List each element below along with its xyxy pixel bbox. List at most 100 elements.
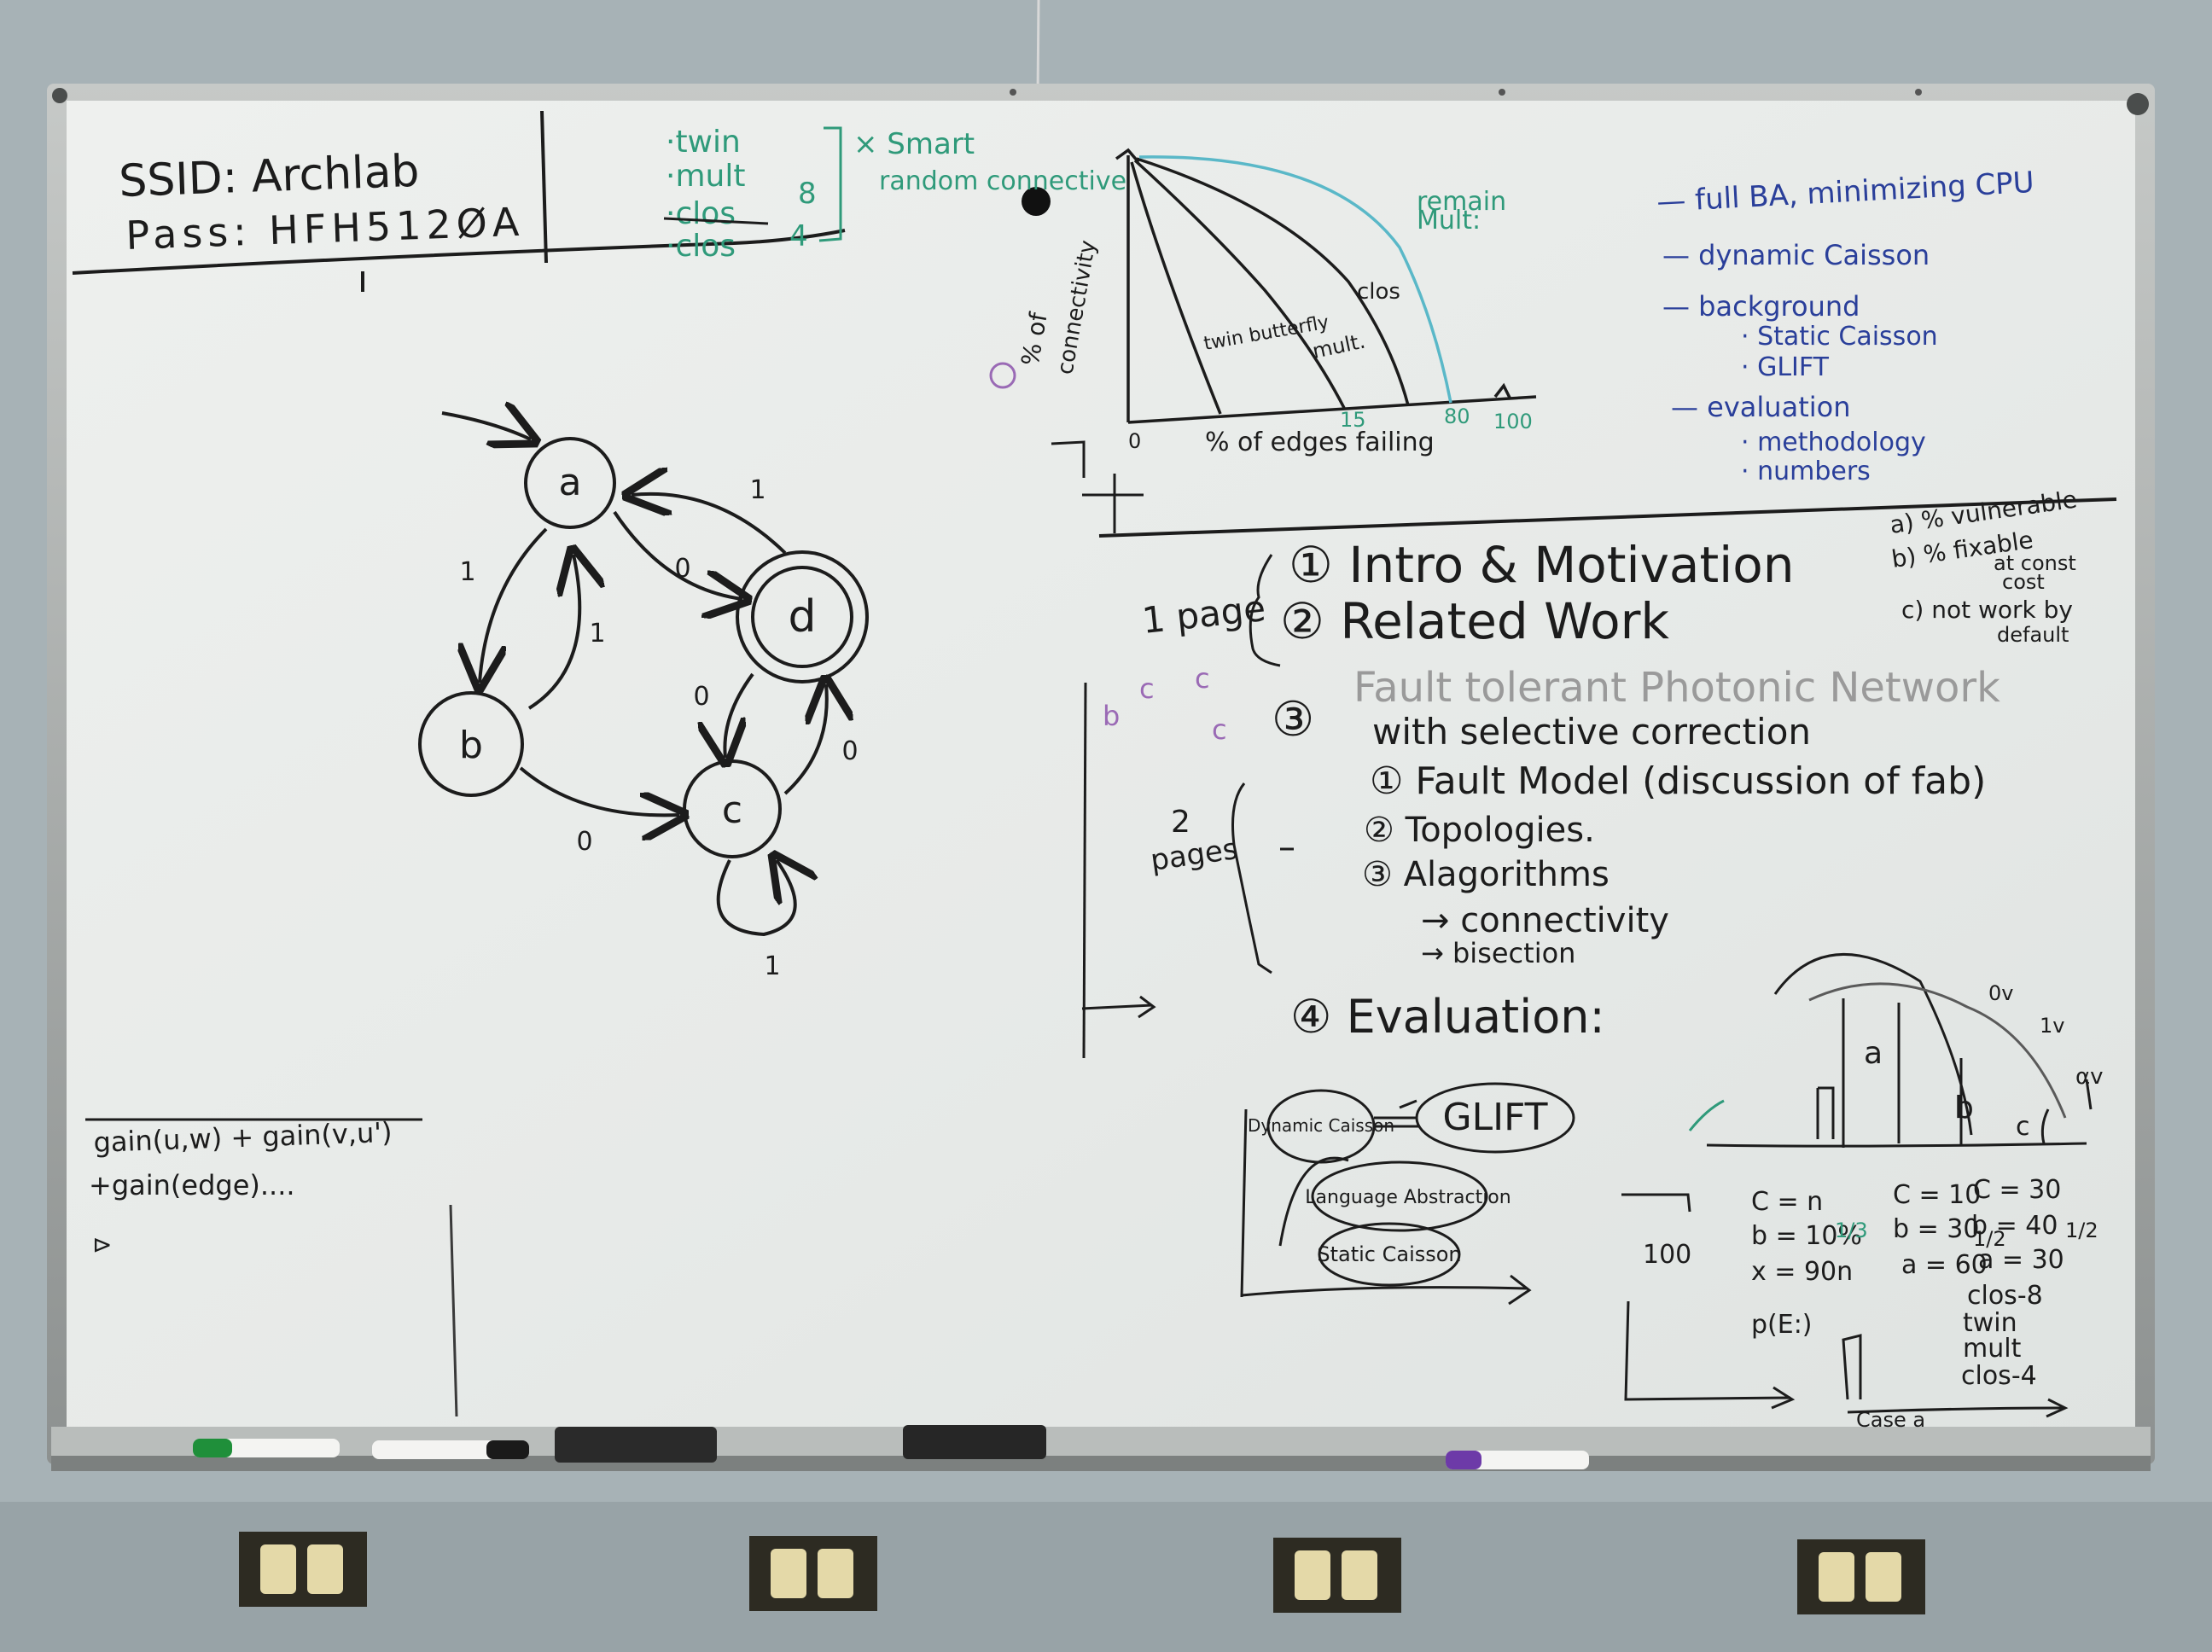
eraser[interactable] — [903, 1425, 1046, 1459]
blue-item: — evaluation — [1671, 391, 1850, 423]
eraser[interactable] — [555, 1427, 717, 1463]
bolt — [52, 88, 67, 103]
purple-note: c — [1212, 713, 1227, 746]
outline-item: Fault tolerant Photonic Network — [1353, 664, 2000, 712]
histogram — [1621, 952, 2093, 1418]
outline-item: ④ Evaluation: — [1290, 990, 1605, 1044]
purple-circle — [989, 362, 1016, 389]
state-labels: a b c d — [459, 461, 816, 832]
scenario-value: x = 90n — [1751, 1257, 1853, 1287]
divider — [1098, 497, 2117, 538]
outline-item: with selective correction — [1372, 711, 1811, 753]
right-note: at const — [1994, 551, 2076, 575]
edge-label: 0 — [576, 827, 592, 857]
blue-item: · Static Caisson — [1741, 322, 1938, 352]
scenario-value: a = 60 — [1901, 1250, 1988, 1280]
stray-line — [449, 1204, 458, 1417]
graph-xlabel: % of edges failing — [1205, 428, 1435, 457]
scenario-value: b = 30 — [1893, 1214, 1979, 1244]
scenario-value: C = 10 — [1893, 1180, 1981, 1210]
edge-label: 1 — [589, 619, 605, 649]
purple-note: b — [1103, 700, 1120, 732]
purple-note: c — [1139, 672, 1155, 705]
small-axis — [1051, 440, 1144, 533]
green-remain: remain — [1417, 187, 1506, 217]
state-label: c — [722, 788, 742, 832]
outlet — [1273, 1538, 1401, 1613]
edge-label: 1 — [749, 475, 765, 505]
graph-xtick: 80 — [1444, 404, 1470, 428]
hist-hundred: 100 — [1643, 1240, 1691, 1270]
edge-c-d — [783, 684, 827, 795]
green-num: 8 — [798, 177, 817, 211]
blue-item: · GLIFT — [1741, 352, 1830, 382]
scenario-value: b = 40 — [1971, 1211, 2058, 1241]
right-note: default — [1997, 623, 2069, 647]
bubble-label: Static Caisson — [1317, 1242, 1461, 1266]
scenario-col3: C = 30 b = 40 a = 30 clos-8 twin mult cl… — [1961, 1175, 2098, 1391]
green-item: ·clos — [666, 229, 736, 264]
bubble-label: Dynamic Caisson — [1248, 1115, 1394, 1136]
green-notes: ·twin ·mult ·clos ·clos 8 4 × Smart rand… — [666, 125, 1506, 264]
scenario-col1: C = n b = 10% x = 90n p(E:) 1/3 — [1751, 1187, 1868, 1340]
edge-a-b — [480, 527, 548, 683]
outline-item: ③ — [1272, 692, 1314, 747]
edge-d-c — [725, 672, 754, 758]
purple-marker-cap — [1446, 1451, 1481, 1469]
blue-item: — background — [1662, 290, 1860, 323]
bubble-label: Language Abstraction — [1305, 1187, 1511, 1208]
scenario-value: twin — [1963, 1308, 2017, 1338]
scenario-frac: 1/2 — [2065, 1219, 2098, 1242]
blue-item: · methodology — [1741, 428, 1926, 457]
graph-xtick: 100 — [1493, 410, 1533, 433]
green-random: random connective — [879, 166, 1126, 196]
wifi-box — [72, 110, 846, 292]
green-smart: × Smart — [853, 127, 975, 161]
outline-item: ③ Alagorithms — [1362, 855, 1610, 894]
green-item: ·twin — [666, 125, 741, 160]
graph-xtick: 15 — [1340, 408, 1366, 432]
wifi-ssid: SSID: Archlab — [118, 146, 420, 207]
outline-item: ① Intro & Motivation — [1289, 536, 1795, 594]
state-machine — [418, 413, 869, 937]
outline-pages: 2 — [1171, 805, 1190, 840]
eval-bubbles: Dynamic Caisson GLIFT Language Abstracti… — [1248, 1096, 1548, 1266]
edge-c-c — [716, 860, 795, 937]
green-item: ·clos — [666, 196, 736, 231]
green-item: ·mult — [666, 159, 745, 194]
hist-letter: b — [1954, 1091, 1974, 1126]
right-note: c) not work by — [1901, 596, 2073, 624]
purple-marker[interactable] — [1446, 1451, 1589, 1469]
state-label: d — [788, 591, 816, 643]
histogram-labels: a b c 0v 1v αv 100 Case a — [1643, 981, 2104, 1432]
green-mult: Mult: — [1417, 206, 1481, 236]
hist-label: αv — [2075, 1064, 2104, 1090]
green-bracket — [818, 126, 842, 242]
outline-brackets — [1081, 554, 1294, 1059]
scenario-value: clos-8 — [1967, 1281, 2043, 1311]
edge-b-c — [519, 766, 679, 815]
state-a — [524, 437, 616, 529]
scenario-frac: 1/3 — [1835, 1219, 1868, 1242]
scenario-value: C = n — [1751, 1187, 1823, 1217]
outline-item: → connectivity — [1421, 901, 1669, 940]
edge-label: 1 — [764, 951, 780, 981]
purple-notes: b c c c — [1103, 662, 1227, 746]
gain-line: ⊳ — [92, 1230, 112, 1259]
scenario-frac: 1/2 — [1973, 1227, 2006, 1251]
outlet — [749, 1536, 877, 1611]
scenario-value: C = 30 — [1973, 1175, 2061, 1205]
curve-label: clos — [1357, 279, 1400, 305]
bolt — [2127, 93, 2149, 115]
magnet — [1022, 187, 1051, 216]
bolt — [1010, 89, 1016, 96]
state-label: b — [459, 724, 483, 767]
gain-line: +gain(edge).... — [89, 1169, 295, 1201]
hist-case: Case a — [1856, 1408, 1925, 1432]
graph-xtick: 0 — [1128, 429, 1141, 453]
edge-label: 1 — [459, 557, 475, 587]
right-note: cost — [2002, 570, 2045, 594]
edge-label: 0 — [841, 736, 858, 766]
outlet — [239, 1532, 367, 1607]
